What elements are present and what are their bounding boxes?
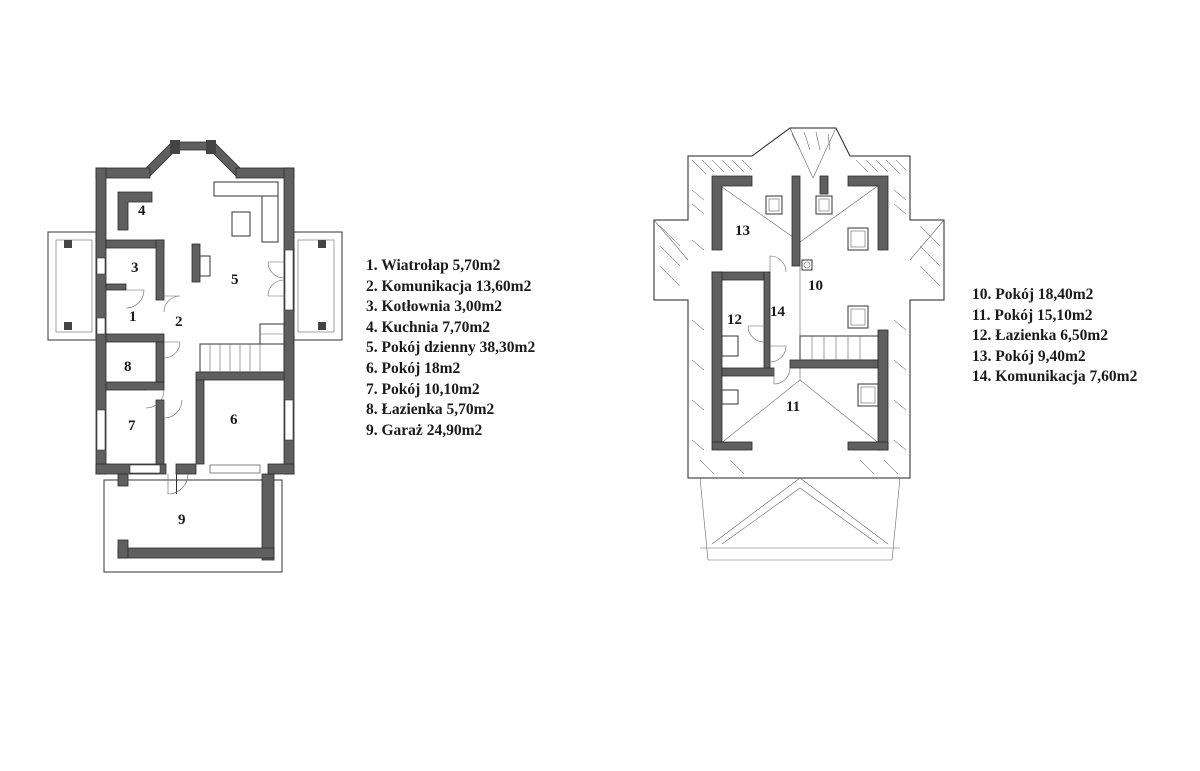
- room-label-6: 6: [230, 412, 238, 428]
- roof-hatching: [659, 131, 941, 475]
- legend-item: 2. Komunikacja 13,60m2: [366, 277, 532, 295]
- legend-item: 9. Garaż 24,90m2: [366, 421, 483, 439]
- room-label-1: 1: [129, 309, 137, 325]
- bay-window-walls: [141, 141, 245, 177]
- room-label-14: 14: [770, 304, 786, 320]
- room-label-7: 7: [128, 418, 136, 434]
- legend-item: 12. Łazienka 6,50m2: [972, 327, 1109, 345]
- upper-wall-center: [791, 175, 801, 267]
- room-label-9: 9: [178, 512, 186, 528]
- room-label-8: 8: [124, 359, 132, 375]
- garage-outline: [103, 479, 283, 573]
- room-label-2: 2: [175, 314, 183, 330]
- legend-item: 8. Łazienka 5,70m2: [366, 401, 495, 419]
- room-label-5: 5: [231, 272, 239, 288]
- legend-item: 4. Kuchnia 7,70m2: [366, 318, 491, 336]
- upper-floor-plan: 13 10 12 14 11: [653, 127, 945, 561]
- legend-item: 5. Pokój dzienny 38,30m2: [366, 339, 536, 357]
- legend-item: 7. Pokój 10,10m2: [366, 380, 480, 398]
- upper-floor-legend: 10. Pokój 18,40m2 11. Pokój 15,10m2 12. …: [972, 285, 1137, 388]
- legend-item: 11. Pokój 15,10m2: [972, 306, 1093, 324]
- room-label-13: 13: [735, 223, 750, 239]
- room-label-11: 11: [786, 399, 800, 415]
- legend-item: 14. Komunikacja 7,60m2: [972, 368, 1138, 386]
- ground-floor-plan: 3 1 2 4 5 6 7 8 9: [47, 140, 343, 573]
- ground-floor-legend: 1. Wiatrołap 5,70m2 2. Komunikacja 13,60…: [366, 256, 535, 441]
- legend-item: 13. Pokój 9,40m2: [972, 347, 1086, 365]
- upper-stairs: [799, 335, 879, 361]
- room-label-12: 12: [727, 312, 742, 328]
- legend-item: 10. Pokój 18,40m2: [972, 286, 1094, 303]
- room-label-3: 3: [131, 260, 139, 276]
- garage-roof: [699, 477, 901, 561]
- legend-item: 3. Kotłownia 3,00m2: [366, 298, 503, 316]
- ground-stairs: [199, 323, 285, 373]
- room-label-10: 10: [808, 278, 823, 294]
- room-label-4: 4: [138, 203, 146, 219]
- legend-item: 1. Wiatrołap 5,70m2: [366, 257, 501, 274]
- legend-item: 6. Pokój 18m2: [366, 359, 461, 377]
